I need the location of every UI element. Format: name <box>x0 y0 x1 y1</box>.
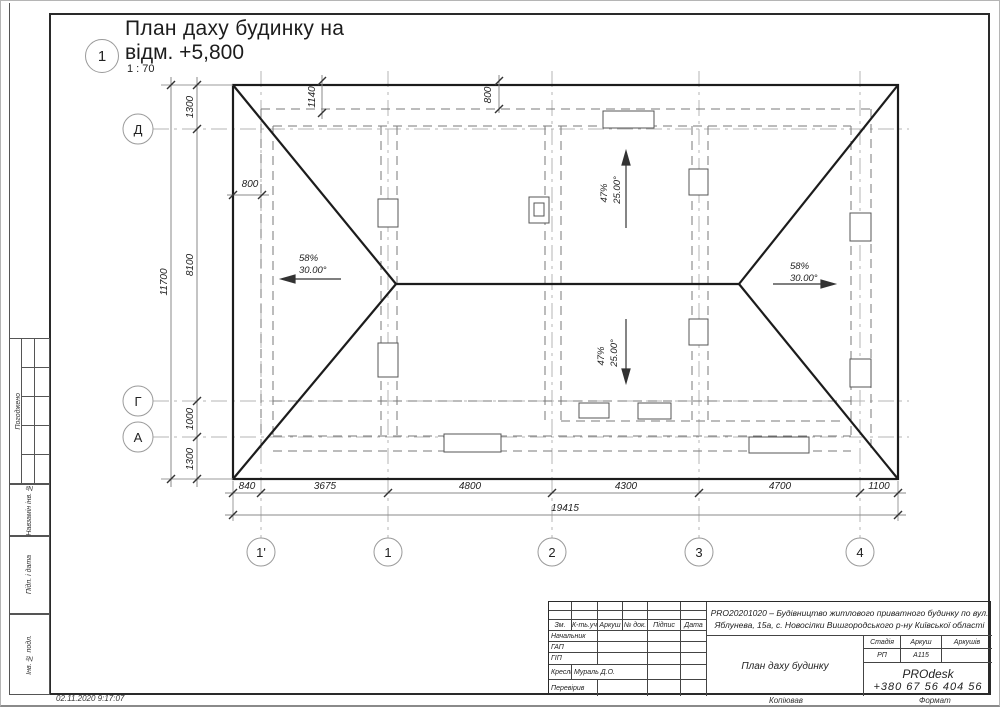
dim-1000: 1000 <box>185 407 196 430</box>
tb-kreslyv-name: Мураль Д.О. <box>572 665 648 680</box>
axis-bubbles <box>122 113 875 567</box>
axis-label-d: Д <box>134 122 143 137</box>
plan-details <box>377 110 872 454</box>
format-label: Формат <box>919 696 951 705</box>
stamp-grid-line <box>34 338 35 484</box>
extension-lines <box>161 84 899 521</box>
slope-south-percent: 47% <box>596 346 607 366</box>
view-title-line1: План даху будинку на <box>125 17 345 40</box>
view-number-bubble: 1 <box>85 39 119 73</box>
view-scale: 1 : 70 <box>127 63 155 75</box>
dim-800-wall: 800 <box>242 179 259 190</box>
tb-company-name: PROdesk <box>902 666 954 681</box>
slope-north-percent: 47% <box>599 183 610 203</box>
stamp-sign-date-section: Підп. і дата <box>9 536 50 614</box>
slope-east-percent: 58% <box>790 261 810 272</box>
axis-label-3: 3 <box>695 545 702 560</box>
slope-east-angle: 30.00° <box>790 273 818 284</box>
tb-stage-label: Стадія <box>864 636 901 649</box>
tb-row-kreslyv: Креслив <box>549 665 572 680</box>
axis-label-1p: 1' <box>256 545 266 560</box>
dim-1300-bottom: 1300 <box>185 447 196 470</box>
dim-4800: 4800 <box>459 481 482 492</box>
dim-8100: 8100 <box>185 253 196 276</box>
tb-stage-value: РП <box>864 649 901 663</box>
tb-project-cell: PRO20201020 – Будівництво житлового прив… <box>707 602 992 636</box>
copied-label: Копіював <box>769 696 803 705</box>
stamp-grid-line <box>21 454 49 455</box>
tb-col-kty: К-ть.уч <box>572 620 598 631</box>
stamp-grid-line <box>21 338 22 484</box>
axis-bubble-labels: 1' 1 2 3 4 Д Г А <box>134 122 864 560</box>
grid-axes <box>153 71 909 538</box>
dim-1300-top: 1300 <box>185 95 196 118</box>
dim-800-top: 800 <box>483 86 494 103</box>
stamp-grid-line <box>21 425 49 426</box>
dimension-texts: 840 3675 4800 4300 4700 1100 19415 1300 … <box>159 86 890 514</box>
tb-col-arkush: Аркуш <box>598 620 623 631</box>
tb-project-line2: Яблунева, 15а, с. Новосілки Вишгородсько… <box>714 619 985 630</box>
tb-col-doc: № док. <box>623 620 648 631</box>
tb-row-gip: ГІП <box>549 653 598 665</box>
slope-texts: 47% 25.00° 47% 25.00° 58% 30.00° 58% 30.… <box>299 176 818 368</box>
axis-label-g: Г <box>134 394 141 409</box>
drawing-frame <box>49 13 990 695</box>
dim-840: 840 <box>239 481 256 492</box>
tb-row-nachalnyk: Начальник <box>549 631 598 642</box>
slope-west-percent: 58% <box>299 253 319 264</box>
dim-4700: 4700 <box>769 481 792 492</box>
tb-sheet-label: Аркуш <box>901 636 942 649</box>
dim-total-19415: 19415 <box>551 503 579 514</box>
dim-4300: 4300 <box>615 481 638 492</box>
stamp-grid-line <box>21 396 49 397</box>
slope-arrows <box>278 148 838 386</box>
title-block: Зм. К-ть.уч Аркуш № док. Підпис Дата Нач… <box>548 601 992 696</box>
view-number: 1 <box>97 47 107 65</box>
stamp-grid-line <box>21 367 49 368</box>
axis-label-a: А <box>134 430 143 445</box>
view-title-line2: відм. +5,800 <box>125 41 244 64</box>
tb-company-phone: +380 67 56 404 56 <box>873 680 983 693</box>
dim-1100: 1100 <box>868 481 890 492</box>
roof-outline <box>231 83 900 481</box>
axis-label-2: 2 <box>548 545 555 560</box>
dimension-ticks <box>166 76 903 520</box>
tb-project-line1: PRO20201020 – Будівництво житлового прив… <box>710 607 989 618</box>
walls-dashed <box>260 108 872 452</box>
plot-datetime: 02.11.2020 9:17:07 <box>56 694 125 703</box>
dim-total-11700: 11700 <box>159 268 170 296</box>
slope-west-angle: 30.00° <box>299 265 327 276</box>
slope-north-angle: 25.00° <box>612 176 623 205</box>
stamp-inv-original-section: Інв. № подл. <box>9 614 50 695</box>
axis-label-1: 1 <box>384 545 391 560</box>
stamp-replace-inv-section: Навзамін інв. № <box>9 484 50 536</box>
axis-label-4: 4 <box>856 545 863 560</box>
tb-row-gap: ГАП <box>549 642 598 653</box>
tb-sheet-value: А115 <box>901 649 942 663</box>
tb-col-date: Дата <box>681 620 707 631</box>
tb-col-signature: Підпис <box>648 620 681 631</box>
tb-row-pereviryv: Перевірив <box>549 680 598 696</box>
tb-company-cell: PROdesk +380 67 56 404 56 <box>864 663 992 696</box>
dimension-lines <box>170 75 906 516</box>
dim-1140: 1140 <box>307 86 318 108</box>
tb-col-zm: Зм. <box>549 620 572 631</box>
stamp-approved-section: Погоджено <box>9 338 50 484</box>
tb-sheets-label: Аркушів <box>942 636 992 649</box>
slope-south-angle: 25.00° <box>609 339 620 368</box>
tb-drawing-title: План даху будинку <box>707 636 864 696</box>
dim-3675: 3675 <box>314 481 337 492</box>
